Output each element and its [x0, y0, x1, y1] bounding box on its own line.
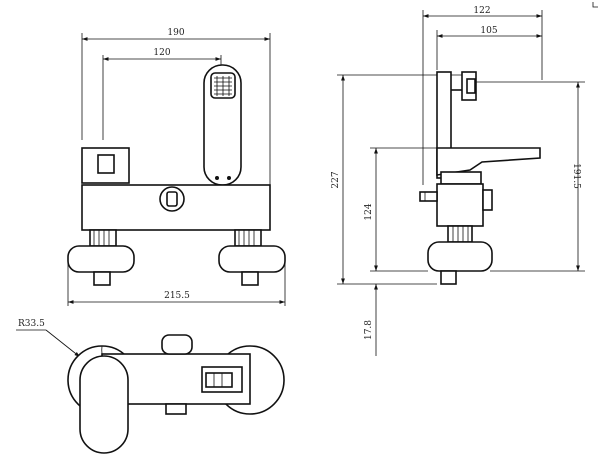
side-flange — [427, 241, 493, 272]
corner-mark — [592, 2, 598, 8]
top-diverter-knob — [161, 334, 193, 355]
front-left-flange — [67, 245, 135, 273]
top-spout-outlet — [205, 372, 233, 388]
dim-side-height-lever: 124 — [364, 203, 374, 220]
dim-side-height-total: 227 — [331, 171, 341, 188]
dim-front-spout-offset: 120 — [153, 48, 170, 58]
front-view: 190 120 — [67, 28, 286, 306]
top-lever — [79, 355, 129, 454]
front-diverter-ring — [159, 186, 185, 212]
top-pipe — [165, 403, 187, 415]
side-lever — [436, 147, 541, 176]
dim-side-spout-offset: 105 — [480, 26, 497, 36]
side-body — [436, 183, 484, 227]
dim-side-width-top: 122 — [473, 6, 490, 16]
front-left-pipe — [93, 271, 111, 286]
front-spout-dot-left — [215, 176, 219, 180]
side-body-plug — [482, 189, 493, 211]
dim-side-height-spout: 191.5 — [571, 163, 581, 189]
front-diverter-knob — [166, 191, 178, 207]
dim-top-radius: R33.5 — [18, 319, 45, 329]
side-body-cap — [440, 171, 482, 185]
dim-front-width-top: 190 — [167, 28, 184, 38]
radius-leader — [45, 329, 81, 358]
dim-front-width-bottom: 215.5 — [164, 291, 190, 301]
front-right-flange — [218, 245, 286, 273]
front-spout-outlet — [210, 72, 236, 99]
dim-side-base: 17.8 — [364, 320, 374, 340]
front-right-pipe — [241, 271, 259, 286]
front-body — [81, 184, 271, 231]
side-spout-outlet — [466, 78, 476, 94]
front-spout-dot-right — [227, 176, 231, 180]
front-spout-aerator — [214, 76, 232, 96]
top-view: R33.5 — [16, 319, 285, 454]
side-pipe — [440, 270, 457, 285]
front-lever-cap — [97, 154, 115, 174]
side-view: 122 105 227 191.5 124 17.8 — [331, 6, 585, 356]
side-diverter — [419, 191, 438, 202]
